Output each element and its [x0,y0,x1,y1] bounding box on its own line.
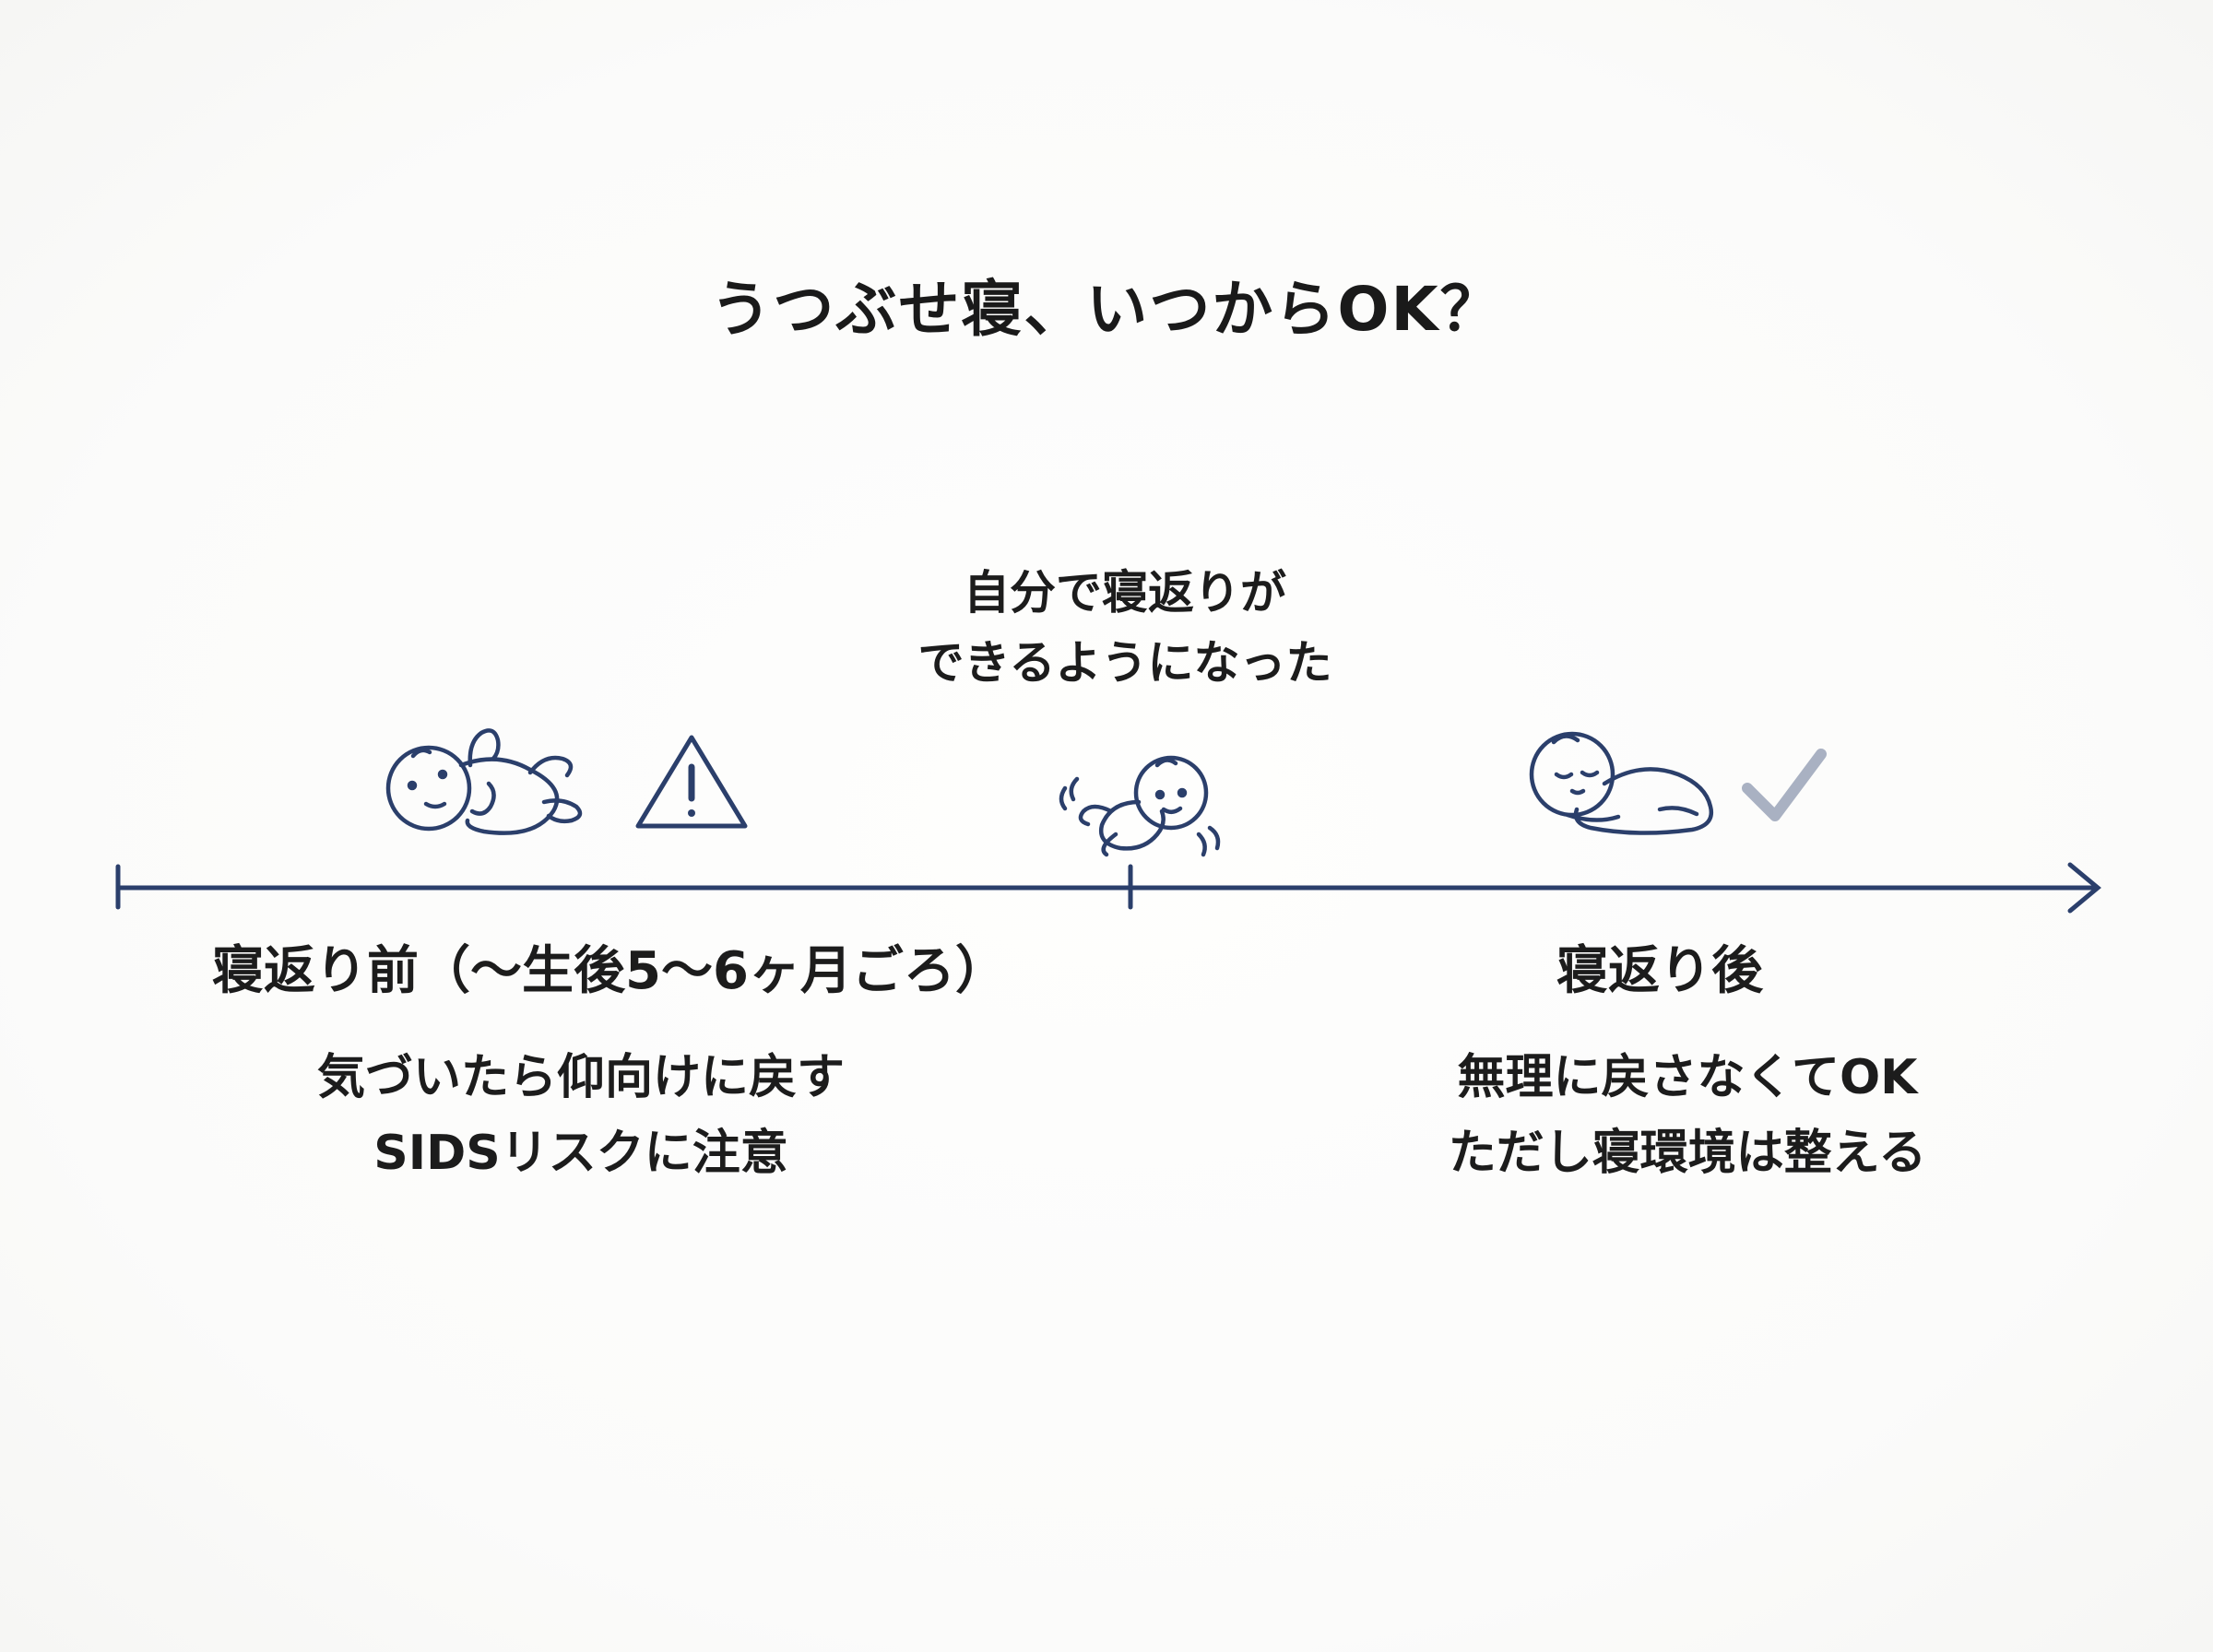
milestone-label: 自分で寝返りが できるようになった [830,558,1420,698]
before-phase-label: 寝返り前（〜生後5〜6ヶ月ごろ） [212,941,1007,1001]
milestone-line-1: 自分で寝返りが [964,566,1286,620]
before-description-line-2: SIDSリスクに注意 [373,1126,788,1181]
after-description-line-2: ただし寝環境は整える [1448,1126,1927,1181]
after-description: 無理に戻さなくてOK ただし寝環境は整える [1328,1040,2047,1191]
after-phase-label: 寝返り後 [1556,941,1763,1001]
before-description: 気づいたら仰向けに戻す SIDSリスクに注意 [212,1040,950,1191]
page-title: うつぶせ寝、いつからOK？ [710,274,1503,345]
before-description-line-1: 気づいたら仰向けに戻す [316,1050,845,1105]
warning-icon [635,735,748,829]
after-description-line-1: 無理に戻さなくてOK [1457,1050,1918,1105]
baby-on-back-icon [385,728,583,835]
rolling-baby-icon [1059,755,1221,857]
timeline-arrowhead [2067,862,2101,914]
milestone-line-2: できるようになった [917,636,1332,690]
timeline-axis [115,862,2101,914]
sleeping-baby-on-tummy-icon [1529,731,1714,835]
check-icon [1742,749,1827,821]
